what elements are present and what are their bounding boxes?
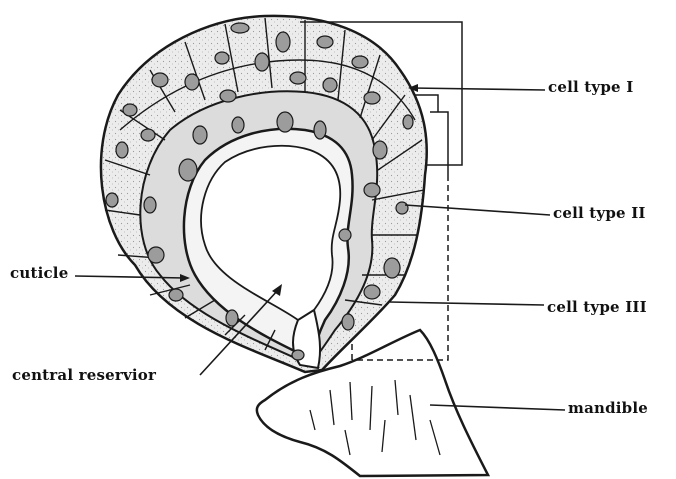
label-cell-type-3: cell type III xyxy=(547,298,647,316)
label-cell-type-2: cell type II xyxy=(553,204,646,222)
label-central-reservoir: central reservior xyxy=(12,366,156,384)
label-mandible: mandible xyxy=(568,399,648,417)
label-cell-type-1: cell type I xyxy=(548,78,633,96)
label-cuticle: cuticle xyxy=(10,264,68,282)
